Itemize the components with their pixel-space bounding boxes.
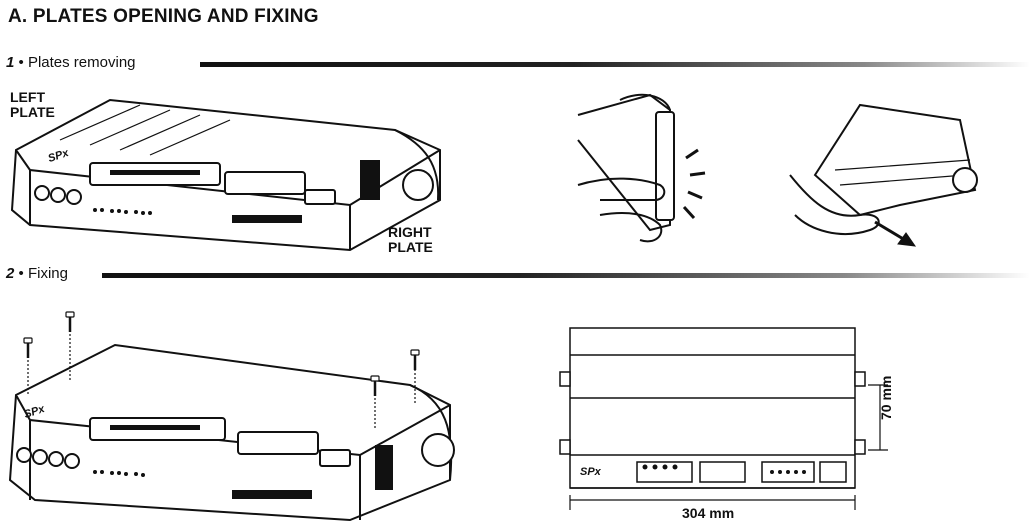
spx-logo-3: SPx [580,466,601,478]
step-1-heading: 1 • Plates removing [6,54,136,71]
step-1-divider [200,62,1030,67]
step-2-number: 2 [6,265,15,282]
step-2-divider [102,273,1030,278]
left-plate-label: LEFT PLATE [10,90,55,120]
step-2-text: Fixing [27,265,68,282]
left-plate-label-line1: LEFT [10,89,45,105]
left-plate-label-line2: PLATE [10,104,55,120]
width-dimension: 304 mm [682,505,735,521]
height-dimension: 70 mm [878,375,894,420]
right-plate-label-line1: RIGHT [388,224,432,240]
step-2-bullet: • [18,265,24,282]
right-plate-label: RIGHT PLATE [388,225,433,255]
step-2-heading: 2 • Fixing [6,265,68,282]
step-1-text: Plates removing [27,54,136,71]
step-1-number: 1 [6,54,15,71]
page-title: A. PLATES OPENING AND FIXING [8,6,319,27]
step-1-bullet: • [18,54,24,71]
right-plate-label-line2: PLATE [388,239,433,255]
